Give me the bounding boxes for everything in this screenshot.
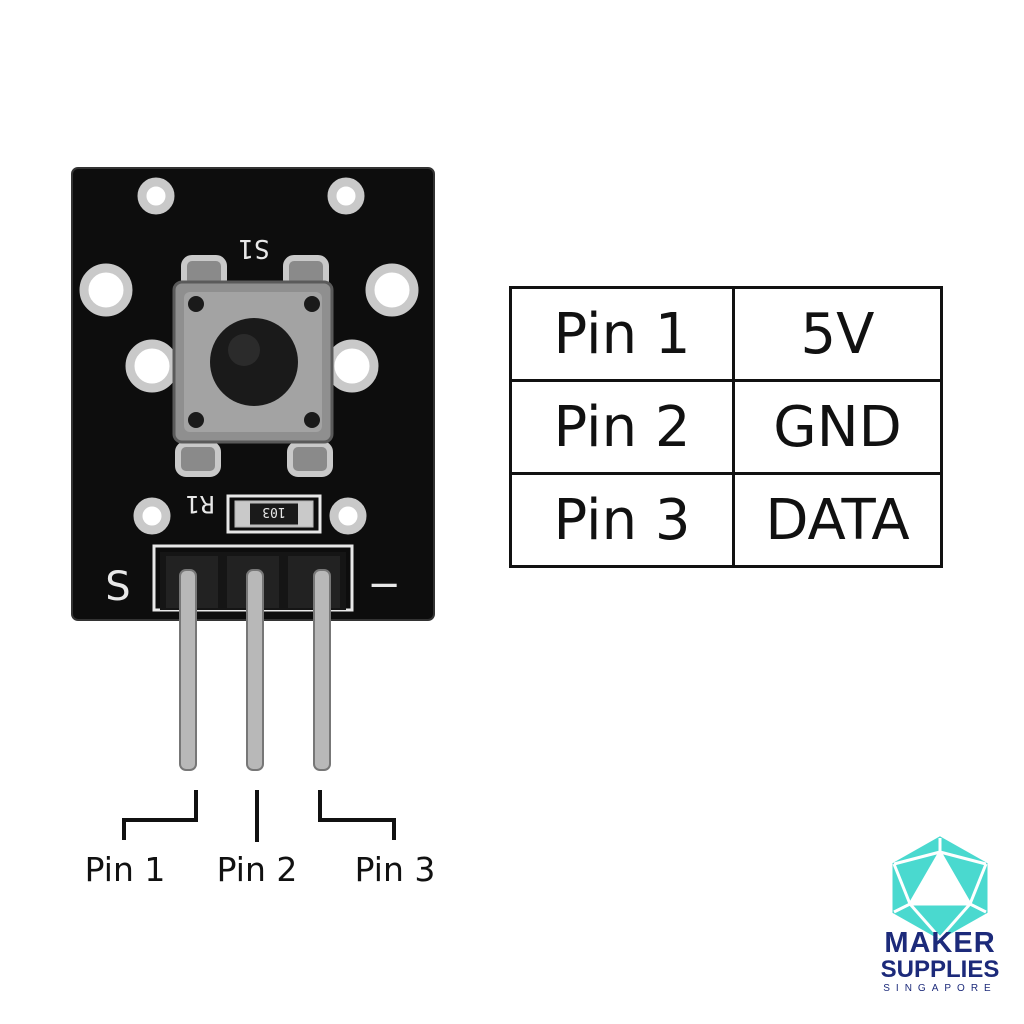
table-row: Pin 2 GND [509, 379, 943, 475]
brand-icosahedron-icon [892, 836, 988, 940]
mount-hole [365, 263, 419, 317]
pin1-label: Pin 1 [84, 850, 166, 889]
header-pin [313, 569, 331, 771]
tactile-switch [172, 280, 334, 444]
mount-hole [327, 177, 365, 215]
pin-leader-lines [122, 790, 396, 842]
mount-hole [79, 263, 133, 317]
pin1-leader-line [122, 790, 198, 840]
mount-hole [137, 177, 175, 215]
pin3-leader-line [318, 790, 396, 840]
pcb-holes [79, 177, 419, 535]
pin-function-cell: DATA [732, 472, 943, 568]
pin-name-cell: Pin 2 [509, 379, 735, 475]
pin-name-cell: Pin 3 [509, 472, 735, 568]
brand-name-line1: MAKER [884, 927, 996, 959]
table-row: Pin 1 5V [509, 286, 943, 382]
resistor-silkscreen-label: R1 [186, 490, 215, 518]
pin3-label: Pin 3 [354, 850, 436, 889]
smd-code-label: 103 [262, 504, 285, 519]
pin2-label: Pin 2 [216, 850, 298, 889]
minus-silkscreen-mark: − [367, 562, 401, 608]
pin-function-cell: 5V [732, 286, 943, 382]
mount-hole [325, 339, 379, 393]
mount-hole [125, 339, 179, 393]
header-pin [246, 569, 264, 771]
signal-silkscreen-mark: S [105, 564, 130, 610]
mount-hole [329, 497, 367, 535]
mount-hole [133, 497, 171, 535]
brand-name-line3: SINGAPORE [883, 983, 997, 994]
pin-name-cell: Pin 1 [509, 286, 735, 382]
pin-function-table: Pin 1 5V Pin 2 GND Pin 3 DATA [509, 286, 943, 568]
switch-pads [175, 255, 333, 477]
resistor-outline [226, 494, 322, 534]
header-pin [179, 569, 197, 771]
brand-name-line2: SUPPLIES [880, 956, 1000, 983]
pin-function-cell: GND [732, 379, 943, 475]
table-row: Pin 3 DATA [509, 472, 943, 568]
header-pins [179, 569, 331, 771]
switch-silkscreen-label: S1 [238, 233, 269, 263]
